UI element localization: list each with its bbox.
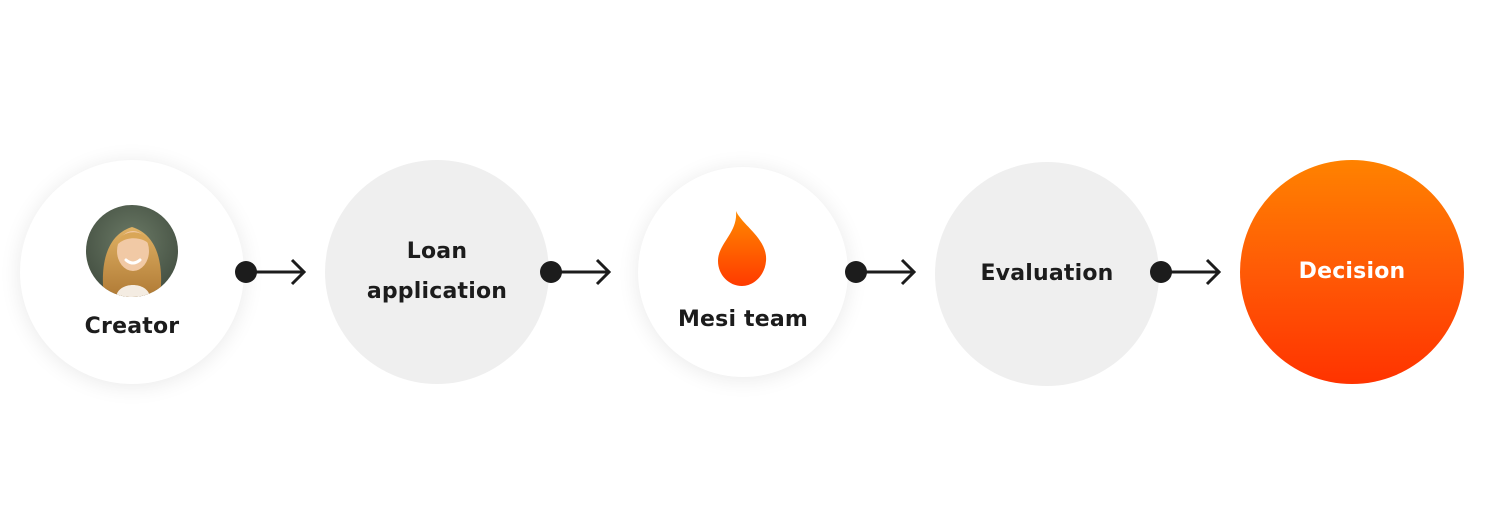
step-label-loan-line2: application <box>366 279 508 304</box>
step-mesi-team: Mesi team <box>638 167 848 377</box>
step-label-creator: Creator <box>84 314 180 339</box>
step-loan-application: Loan application <box>325 160 549 384</box>
step-label-loan-line1: Loan <box>406 239 468 264</box>
dot-arrow-right-icon <box>845 258 917 286</box>
connector-arrow-2 <box>537 258 615 286</box>
connector-arrow-4 <box>1147 258 1225 286</box>
step-evaluation: Evaluation <box>935 162 1159 386</box>
connector-arrow-3 <box>842 258 920 286</box>
step-creator: Creator <box>20 160 244 384</box>
step-label-mesi-team: Mesi team <box>677 307 809 332</box>
dot-arrow-right-icon <box>1150 258 1222 286</box>
creator-avatar <box>86 205 178 297</box>
step-label-evaluation: Evaluation <box>980 261 1114 286</box>
step-label-decision: Decision <box>1298 259 1406 284</box>
connector-arrow-1 <box>232 258 310 286</box>
dot-arrow-right-icon <box>540 258 612 286</box>
dot-arrow-right-icon <box>235 258 307 286</box>
avatar-icon <box>86 205 178 297</box>
mesi-logo <box>716 211 768 287</box>
step-decision: Decision <box>1240 160 1464 384</box>
flame-drop-icon <box>718 211 767 286</box>
